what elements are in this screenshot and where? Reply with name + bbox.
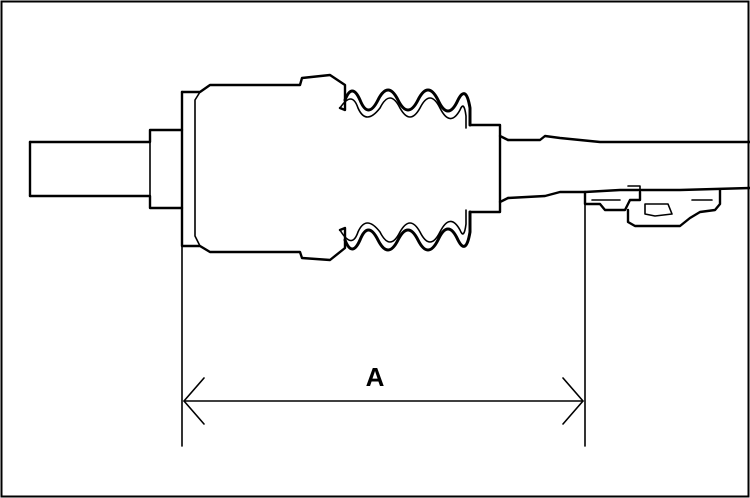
shaft-damper (583, 185, 722, 228)
main-shaft (506, 134, 750, 200)
cv-joint-housing (180, 73, 347, 262)
dimension-lines (181, 191, 586, 447)
stub-shaft (28, 128, 184, 210)
dimension-label: A (366, 362, 385, 392)
arrowhead-right (562, 377, 584, 425)
arrowhead-left (183, 377, 205, 425)
boot-bellows (339, 88, 510, 252)
